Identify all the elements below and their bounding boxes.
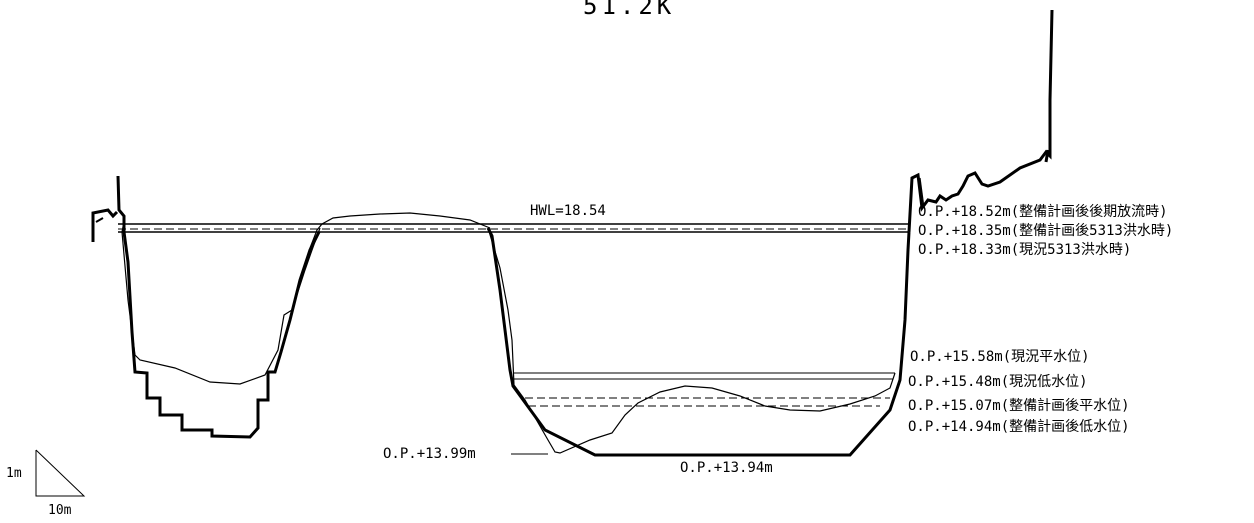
- left-channel-planned: [122, 231, 321, 439]
- section-title: 51.2K: [583, 0, 676, 20]
- label-wl-1833: O.P.+18.33m(現況5313洪水時): [918, 242, 1132, 258]
- flood-water-lines: [118, 223, 908, 233]
- left-bank-cap: [91, 208, 119, 242]
- scale-vertical-label: 1m: [6, 466, 22, 481]
- label-riverbed-planned: O.P.+13.94m: [680, 460, 773, 476]
- left-bank-current: [121, 215, 321, 385]
- label-wl-1852: O.P.+18.52m(整備計画後後期放流時): [918, 204, 1168, 220]
- hwl-label: HWL=18.54: [530, 203, 606, 219]
- left-embankment: [116, 175, 126, 232]
- scale-triangle: [35, 449, 86, 497]
- low-water-lines: [512, 372, 895, 407]
- right-embankment: [907, 9, 1054, 233]
- label-wl-1558: O.P.+15.58m(現況平水位): [910, 349, 1090, 365]
- right-embankment-detail: [919, 177, 925, 209]
- label-riverbed-current: O.P.+13.99m: [383, 446, 476, 462]
- right-channel-current: [487, 227, 896, 454]
- right-embankment-detail-2: [1044, 149, 1050, 163]
- label-wl-1494: O.P.+14.94m(整備計画後低水位): [908, 419, 1130, 435]
- island-surface: [309, 212, 491, 249]
- label-wl-1835: O.P.+18.35m(整備計画後5313洪水時): [918, 223, 1174, 239]
- scale-horizontal-label: 10m: [48, 503, 72, 518]
- label-wl-1548: O.P.+15.48m(現況低水位): [908, 374, 1088, 390]
- label-wl-1507: O.P.+15.07m(整備計画後平水位): [908, 398, 1130, 414]
- right-channel-planned: [486, 227, 911, 457]
- left-bank-cap-2: [95, 217, 104, 223]
